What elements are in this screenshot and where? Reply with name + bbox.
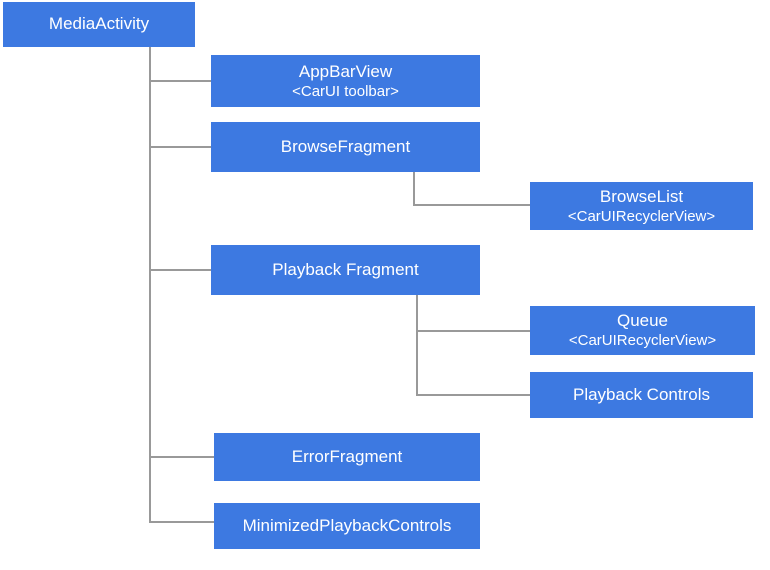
node-playback-fragment: Playback Fragment bbox=[211, 245, 480, 295]
node-label: BrowseList bbox=[599, 186, 684, 206]
node-label: Playback Controls bbox=[572, 384, 710, 404]
node-label: Playback Fragment bbox=[272, 259, 419, 279]
node-label: ErrorFragment bbox=[291, 446, 403, 466]
connector-branch-minimized-playback bbox=[151, 521, 214, 523]
node-label: AppBarView bbox=[298, 61, 393, 81]
node-minimized-playback-controls: MinimizedPlaybackControls bbox=[214, 503, 480, 549]
node-label: MinimizedPlaybackControls bbox=[242, 515, 452, 535]
node-sublabel: <CarUI toolbar> bbox=[292, 82, 399, 100]
connector-branch-browse-fragment bbox=[151, 146, 211, 148]
node-sublabel: <CarUIRecyclerView> bbox=[567, 207, 716, 225]
connector-branch-playback-fragment bbox=[151, 269, 211, 271]
connector-branch-browse-list bbox=[413, 204, 530, 206]
node-browse-list: BrowseList <CarUIRecyclerView> bbox=[530, 182, 753, 230]
node-app-bar-view: AppBarView <CarUI toolbar> bbox=[211, 55, 480, 107]
node-label: Queue bbox=[616, 311, 669, 331]
node-playback-controls: Playback Controls bbox=[530, 372, 753, 418]
node-error-fragment: ErrorFragment bbox=[214, 433, 480, 481]
node-media-activity: MediaActivity bbox=[3, 2, 195, 47]
connector-trunk-media-activity bbox=[149, 47, 151, 523]
connector-branch-app-bar-view bbox=[151, 80, 211, 82]
node-queue: Queue <CarUIRecyclerView> bbox=[530, 306, 755, 355]
node-sublabel: <CarUIRecyclerView> bbox=[568, 332, 717, 350]
node-browse-fragment: BrowseFragment bbox=[211, 122, 480, 172]
connector-trunk-browse-fragment bbox=[413, 172, 415, 206]
connector-branch-playback-controls bbox=[416, 394, 530, 396]
node-label: BrowseFragment bbox=[280, 136, 411, 156]
connector-trunk-playback-fragment bbox=[416, 295, 418, 396]
connector-branch-queue bbox=[416, 330, 530, 332]
node-label: MediaActivity bbox=[48, 14, 150, 34]
connector-branch-error-fragment bbox=[151, 456, 214, 458]
